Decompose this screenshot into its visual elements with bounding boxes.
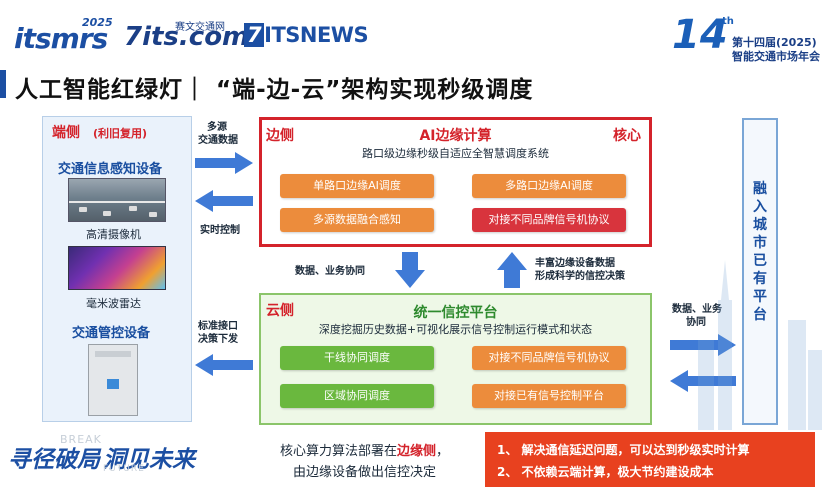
signal-cabinet-image xyxy=(88,344,138,416)
cloud-title: 统一信控平台 xyxy=(413,305,498,321)
arrow-down-icon xyxy=(395,252,425,288)
cloud-pill-regional: 区域协同调度 xyxy=(280,384,434,408)
city-char: 平 xyxy=(753,289,767,305)
event-number-suffix: th xyxy=(722,16,734,27)
sensing-devices-title: 交通信息感知设备 xyxy=(58,162,163,177)
city-char: 已 xyxy=(753,253,767,269)
arrow-label-multi-source-2: 交通数据 xyxy=(198,135,238,146)
arrow-up-icon xyxy=(497,252,527,288)
arrow-label-rich-edge-2: 形成科学的信控决策 xyxy=(535,271,625,282)
edge-title: AI边缘计算 xyxy=(419,128,492,144)
cloud-label: 云侧 xyxy=(266,303,294,319)
city-platform-bar xyxy=(742,118,778,425)
arrow-left-icon xyxy=(195,190,253,212)
arrow-label-multi-source-1: 多源 xyxy=(207,122,227,133)
7its-logo: 7its.com xyxy=(124,22,250,52)
arrow-label-interface-1: 标准接口 xyxy=(198,321,238,332)
city-platform-text: 融 入 城 市 已 有 平 台 xyxy=(742,180,778,324)
edge-core-label: 核心 xyxy=(613,128,641,144)
itsnews-its: ITS xyxy=(264,23,300,47)
city-char: 融 xyxy=(753,181,767,197)
cloud-pill-existing-platform: 对接已有信号控制平台 xyxy=(472,384,626,408)
arrow-left-icon xyxy=(670,370,736,392)
edge-pill-multi-intersection: 多路口边缘AI调度 xyxy=(472,174,626,198)
arrow-left-icon xyxy=(195,354,253,376)
city-char: 台 xyxy=(753,307,767,323)
edge-subtitle: 路口级边缘秒级自适应全智慧调度系统 xyxy=(362,147,549,160)
itsmrs-year: 2025 xyxy=(82,16,113,29)
terminal-title: 端侧 xyxy=(52,125,80,141)
event-number: 14 xyxy=(672,12,728,58)
city-char: 市 xyxy=(753,235,767,251)
page-title: 人工智能红绿灯｜ “端-边-云”架构实现秒级调度 xyxy=(15,77,534,103)
event-edition: 第十四届(2025) xyxy=(732,36,817,49)
itsmrs-logo: itsmrs xyxy=(14,22,108,55)
title-accent-bar xyxy=(0,70,6,98)
itsnews-mark: 7 xyxy=(244,23,265,47)
cloud-pill-signal-protocol: 对接不同品牌信号机协议 xyxy=(472,346,626,370)
note-highlight: 边缘侧 xyxy=(397,444,437,459)
arrow-label-interface-2: 决策下发 xyxy=(198,334,238,345)
radar-caption: 毫米波雷达 xyxy=(86,297,141,310)
edge-pill-single-intersection: 单路口边缘AI调度 xyxy=(280,174,434,198)
city-skyline-icon xyxy=(698,260,822,430)
cloud-pill-arterial: 干线协同调度 xyxy=(280,346,434,370)
camera-image xyxy=(68,178,166,222)
edge-label: 边侧 xyxy=(266,128,294,144)
terminal-subtitle: (利旧复用) xyxy=(93,127,148,140)
arrow-right-icon xyxy=(195,152,253,174)
radar-image xyxy=(68,246,166,290)
arrow-label-rich-edge-1: 丰富边缘设备数据 xyxy=(535,258,615,269)
arrow-label-right-sync-1: 数据、业务 xyxy=(672,304,722,315)
slogan-part-a: 寻径破局 xyxy=(8,447,100,473)
note-comma: ， xyxy=(436,444,450,459)
camera-caption: 高清摄像机 xyxy=(86,228,141,241)
city-char: 有 xyxy=(753,271,767,287)
edge-pill-data-fusion: 多源数据融合感知 xyxy=(280,208,434,232)
city-char: 入 xyxy=(753,199,767,215)
arrow-label-data-sync: 数据、业务协同 xyxy=(295,266,365,277)
arrow-right-icon xyxy=(670,334,736,356)
edge-pill-signal-protocol: 对接不同品牌信号机协议 xyxy=(472,208,626,232)
result-line-1: 1、 解决通信延迟问题，可以达到秒级实时计算 xyxy=(497,443,750,457)
cloud-subtitle: 深度挖掘历史数据+可视化展示信号控制运行模式和状态 xyxy=(318,323,593,336)
itsnews-news: NEWS xyxy=(299,23,369,47)
note-line-1: 核心算力算法部署在边缘侧， xyxy=(280,440,449,459)
control-devices-title: 交通管控设备 xyxy=(72,326,151,341)
note-line-2: 由边缘设备做出信控决定 xyxy=(293,465,437,480)
arrow-label-realtime-control: 实时控制 xyxy=(200,225,240,236)
7its-cn-name: 赛文交通网 xyxy=(175,22,225,33)
result-box xyxy=(485,432,815,487)
city-char: 城 xyxy=(753,217,767,233)
note-text: 核心算力算法部署在 xyxy=(280,444,398,459)
slogan-ghost-future: FUTURE xyxy=(103,464,145,474)
arrow-label-right-sync-2: 协同 xyxy=(686,317,706,328)
slogan-ghost-break: BREAK xyxy=(60,433,102,446)
slogan-part-b: 洞见未来 xyxy=(103,447,195,473)
result-line-2: 2、 不依赖云端计算，极大节约建设成本 xyxy=(497,465,714,479)
event-name: 智能交通市场年会 xyxy=(732,50,820,63)
